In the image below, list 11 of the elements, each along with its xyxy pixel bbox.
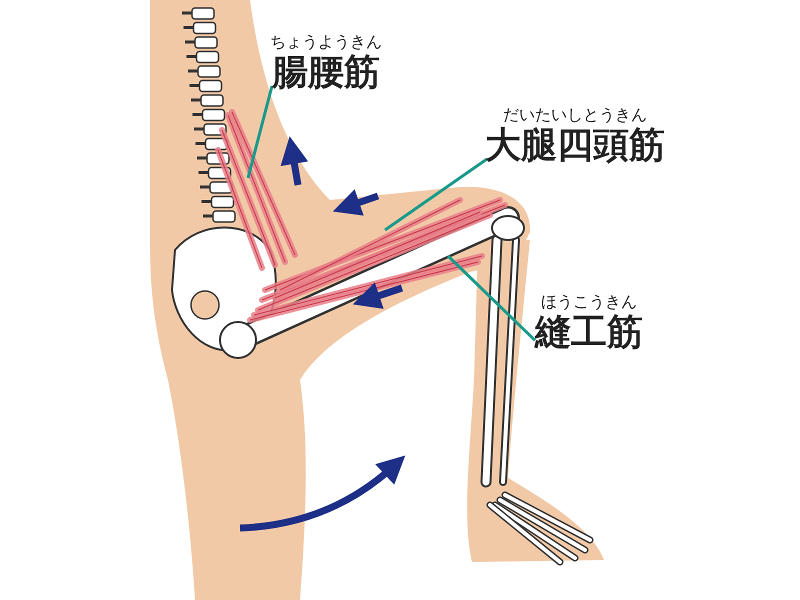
quadriceps-muscle: [255, 197, 508, 313]
sartorius-muscle: [247, 253, 485, 323]
muscle-name: 腸腰筋: [272, 52, 380, 94]
reading-text: だいたいしとうきん: [503, 105, 647, 125]
reading-text: ほうこうきん: [541, 292, 637, 312]
leader-line: [384, 158, 488, 232]
muscle-name: 縫工筋: [535, 312, 643, 354]
muscle-name: 大腿四頭筋: [485, 125, 665, 167]
leader-line: [446, 254, 536, 342]
iliopsoas-muscle: [215, 109, 298, 271]
reading-text: ちょうようきん: [270, 32, 382, 52]
